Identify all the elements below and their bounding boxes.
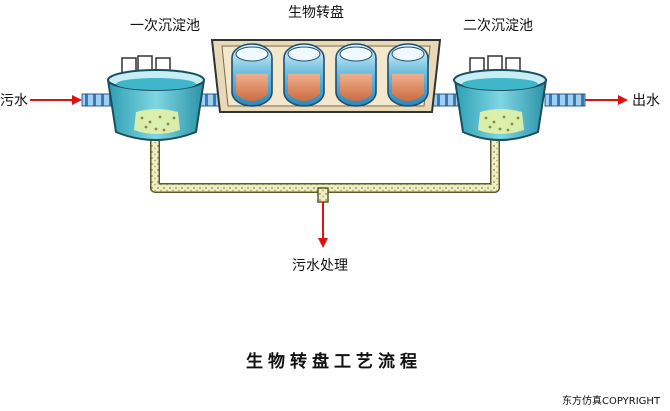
rbc-disc bbox=[283, 43, 325, 107]
sludge-outlet-stub bbox=[317, 187, 329, 203]
rbc-label: 生物转盘 bbox=[288, 4, 344, 21]
outlet-arrow bbox=[585, 95, 628, 105]
outlet-pipe bbox=[544, 93, 586, 107]
sludge-treatment-arrow bbox=[318, 202, 328, 248]
secondary-clarifier-label: 二次沉淀池 bbox=[463, 18, 533, 34]
outlet-label: 出水 bbox=[632, 93, 660, 109]
secondary-clarifier bbox=[453, 55, 548, 141]
primary-clarifier bbox=[106, 55, 206, 141]
inlet-pipe bbox=[81, 93, 115, 107]
sludge-pipe bbox=[150, 135, 500, 203]
rbc-disc bbox=[387, 43, 429, 107]
primary-clarifier-label: 一次沉淀池 bbox=[130, 18, 200, 34]
diagram-title: 生物转盘工艺流程 bbox=[246, 351, 422, 372]
sludge-treatment-label: 污水处理 bbox=[292, 258, 348, 274]
rbc-discs bbox=[231, 43, 429, 107]
inlet-label: 污水 bbox=[0, 93, 28, 109]
copyright-text: 东方仿真COPYRIGHT bbox=[562, 394, 661, 407]
rbc-disc bbox=[335, 43, 377, 107]
rbc-unit bbox=[210, 39, 442, 113]
connector-pipe-2 bbox=[431, 93, 459, 107]
inlet-arrow bbox=[30, 95, 82, 105]
rbc-disc bbox=[231, 43, 273, 107]
